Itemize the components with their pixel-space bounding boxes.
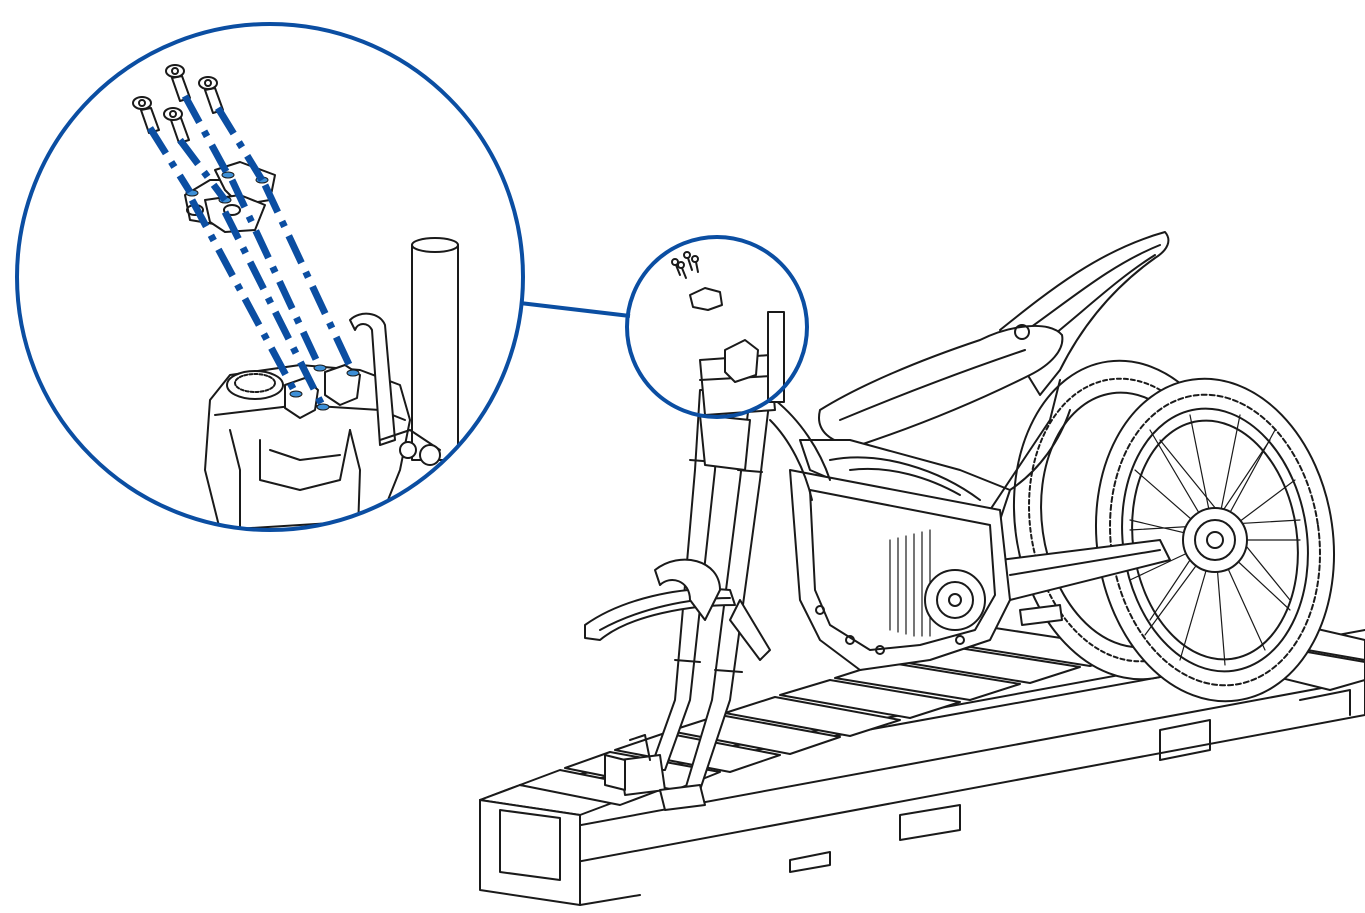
- rear-brake-disc: [1182, 507, 1248, 573]
- bolt-1: [132, 96, 160, 134]
- bolt-4: [198, 76, 224, 114]
- number-plate: [699, 414, 751, 471]
- steering-stem: [767, 311, 785, 403]
- brake-hose: [349, 312, 396, 446]
- dash-display: [226, 370, 284, 400]
- clamp-bolts: [132, 64, 224, 144]
- seat: [818, 324, 1064, 446]
- pallet-front-block: [479, 799, 581, 906]
- bolt-3: [165, 64, 191, 102]
- alignment-lines: [147, 94, 357, 409]
- magnified-detail-view: [15, 22, 525, 532]
- small-clamp: [689, 287, 723, 311]
- footpeg: [1019, 604, 1063, 626]
- motorcycle-frame: [769, 231, 1171, 671]
- small-bolt-set: [671, 251, 699, 279]
- front-fork: [584, 311, 785, 811]
- fuel-cap: [1014, 324, 1030, 340]
- detail-locator-circle: [625, 235, 809, 419]
- bolt-2: [163, 107, 190, 144]
- callout-connector: [519, 301, 631, 318]
- steering-tube-detail: [411, 244, 459, 461]
- motor: [924, 569, 986, 631]
- detail-circle-border: [15, 22, 525, 532]
